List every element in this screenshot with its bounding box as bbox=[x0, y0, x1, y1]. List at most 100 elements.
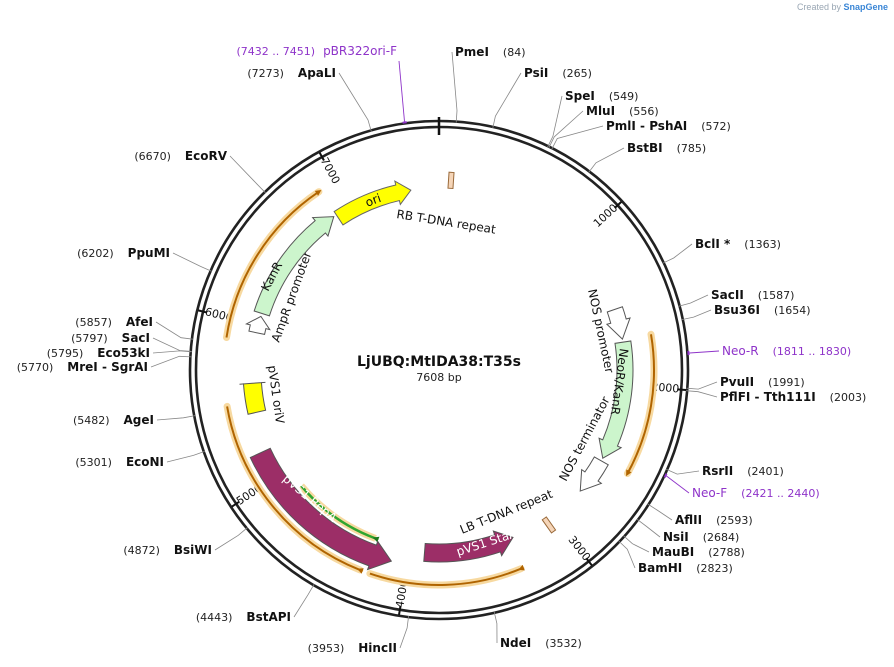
enzyme-label: MauBI(2788) bbox=[652, 545, 745, 559]
enzyme-label: NdeI(3532) bbox=[500, 636, 582, 650]
enzyme-leader-line bbox=[666, 468, 700, 475]
enzyme-label: (5770)MreI - SgrAI bbox=[17, 360, 148, 374]
enzyme-site-bstapi[interactable]: (4443)BstAPI bbox=[196, 584, 315, 624]
enzyme-leader-line bbox=[155, 321, 193, 340]
enzyme-label: PmlI - PshAI(572) bbox=[606, 119, 731, 133]
enzyme-site-bsiwi[interactable]: (4872)BsiWI bbox=[123, 527, 248, 557]
enzyme-leader-line bbox=[152, 337, 192, 352]
enzyme-label: (6670)EcoRV bbox=[134, 149, 227, 163]
primer-leader-line bbox=[398, 60, 405, 122]
tick-label: 4000 bbox=[393, 579, 410, 609]
enzyme-site-pvuii[interactable]: PvuII(1991) bbox=[686, 375, 805, 390]
enzyme-site-nsii[interactable]: NsiI(2684) bbox=[636, 518, 739, 544]
primer-neo-f[interactable]: Neo-F(2421 .. 2440) bbox=[663, 473, 820, 500]
enzyme-site-saci[interactable]: (5797)SacI bbox=[71, 331, 192, 352]
primer-leader-line bbox=[666, 475, 690, 494]
enzyme-leader-line bbox=[338, 72, 372, 132]
enzyme-site-ppumi[interactable]: (6202)PpuMI bbox=[77, 246, 212, 272]
enzyme-site-bamhi[interactable]: BamHI(2823) bbox=[618, 540, 733, 575]
enzyme-leader-line bbox=[551, 125, 604, 150]
pvs1-staa-feature[interactable] bbox=[423, 530, 514, 563]
primer-mark bbox=[402, 121, 407, 124]
enzyme-site-hincii[interactable]: (3953)HincII bbox=[308, 616, 409, 655]
orf-arc bbox=[226, 406, 364, 574]
enzyme-leader-line bbox=[156, 415, 196, 421]
nos-promoter-feature[interactable] bbox=[605, 306, 631, 341]
orf-arc bbox=[369, 564, 525, 586]
enzyme-leader-line bbox=[678, 294, 709, 307]
enzyme-leader-line bbox=[588, 147, 625, 173]
enzyme-label: SacII(1587) bbox=[711, 288, 794, 302]
enzyme-leader-line bbox=[623, 535, 650, 553]
pvs1-repa-feature[interactable] bbox=[249, 447, 393, 571]
enzyme-label: (5797)SacI bbox=[71, 331, 150, 345]
enzyme-label: PsiI(265) bbox=[524, 66, 592, 80]
ori-feature[interactable] bbox=[333, 180, 412, 226]
kanr-feature[interactable] bbox=[253, 216, 335, 317]
enzyme-site-mlui[interactable]: MluI(556) bbox=[548, 104, 659, 148]
green-arc bbox=[300, 484, 380, 543]
primer-pbr322ori-f[interactable]: (7432 .. 7451)pBR322ori-F bbox=[237, 44, 407, 124]
enzyme-site-ndei[interactable]: NdeI(3532) bbox=[493, 611, 582, 650]
enzyme-site-econi[interactable]: (5301)EcoNI bbox=[75, 451, 205, 469]
credit-prefix: Created by bbox=[796, 2, 841, 12]
enzyme-site-eco53ki[interactable]: (5795)Eco53kI bbox=[47, 346, 192, 360]
primer-mark bbox=[663, 473, 668, 478]
enzyme-site-ecorv[interactable]: (6670)EcoRV bbox=[134, 149, 266, 194]
enzyme-label: PmeI(84) bbox=[455, 45, 526, 59]
enzyme-leader-line bbox=[547, 95, 563, 148]
primer-sites: (7432 .. 7451)pBR322ori-F Neo-R(1811 .. 1… bbox=[237, 44, 852, 500]
primer-label: Neo-F(2421 .. 2440) bbox=[692, 486, 820, 500]
enzyme-label: (7273)ApaLI bbox=[247, 66, 336, 80]
enzyme-label: (5482)AgeI bbox=[73, 413, 154, 427]
enzyme-site-bcli[interactable]: BclI *(1363) bbox=[662, 237, 781, 264]
tick-mark bbox=[398, 605, 402, 615]
enzyme-site-bstbi[interactable]: BstBI(785) bbox=[588, 141, 706, 173]
enzyme-site-aflii[interactable]: AflII(2593) bbox=[647, 503, 753, 527]
enzyme-site-rsrii[interactable]: RsrII(2401) bbox=[666, 464, 784, 478]
enzyme-leader-line bbox=[647, 503, 673, 521]
enzyme-site-agei[interactable]: (5482)AgeI bbox=[73, 413, 196, 427]
orf-arc bbox=[225, 190, 322, 338]
primer-label: (7432 .. 7451)pBR322ori-F bbox=[237, 44, 398, 58]
enzyme-site-pmli-pshai[interactable]: PmlI - PshAI(572) bbox=[551, 119, 731, 150]
nos-terminator-feature[interactable] bbox=[579, 456, 609, 492]
enzyme-site-maubi[interactable]: MauBI(2788) bbox=[623, 535, 745, 559]
enzyme-site-pmei[interactable]: PmeI(84) bbox=[451, 45, 526, 123]
enzyme-label: SpeI(549) bbox=[565, 89, 638, 103]
enzyme-site-apali[interactable]: (7273)ApaLI bbox=[247, 66, 372, 132]
enzyme-label: (4443)BstAPI bbox=[196, 610, 291, 624]
enzyme-leader-line bbox=[166, 451, 205, 463]
enzyme-leader-line bbox=[493, 611, 498, 644]
enzyme-label: AflII(2593) bbox=[675, 513, 753, 527]
credit-brand: SnapGene bbox=[843, 2, 888, 12]
tick-label: 2000 bbox=[651, 380, 680, 395]
enzyme-leader-line bbox=[150, 355, 192, 368]
primer-label: Neo-R(1811 .. 1830) bbox=[722, 344, 851, 358]
enzyme-site-afei[interactable]: (5857)AfeI bbox=[75, 315, 193, 340]
enzyme-site-bsu36i[interactable]: Bsu36I(1654) bbox=[681, 303, 811, 320]
neor-kanr-feature[interactable] bbox=[598, 340, 634, 459]
plasmid-name: LjUBQ:MtIDA38:T35s bbox=[357, 354, 521, 370]
enzyme-site-mrei-sgrai[interactable]: (5770)MreI - SgrAI bbox=[17, 355, 192, 374]
orf-arc bbox=[626, 334, 656, 477]
pvs1-oriv-label: pVS1 oriV bbox=[265, 364, 287, 425]
enzyme-site-spei[interactable]: SpeI(549) bbox=[547, 89, 639, 148]
ampr-promoter-feature[interactable] bbox=[245, 315, 271, 335]
pvs1-oriv-feature[interactable] bbox=[239, 381, 267, 415]
enzyme-site-pflfi-tth111i[interactable]: PflFI - Tth111I(2003) bbox=[686, 390, 866, 404]
enzyme-label: RsrII(2401) bbox=[702, 464, 784, 478]
enzyme-leader-line bbox=[686, 390, 718, 398]
tick-mark bbox=[231, 500, 241, 508]
enzyme-site-psii[interactable]: PsiI(265) bbox=[492, 66, 592, 128]
lb-repeat-feature[interactable] bbox=[541, 516, 557, 534]
enzyme-label: MluI(556) bbox=[586, 104, 659, 118]
primer-neo-r[interactable]: Neo-R(1811 .. 1830) bbox=[687, 344, 851, 358]
enzyme-label: BclI *(1363) bbox=[695, 237, 781, 251]
rb-repeat-feature[interactable] bbox=[447, 171, 455, 190]
tick-label: 7000 bbox=[318, 155, 343, 186]
enzyme-leader-line bbox=[618, 540, 636, 569]
enzyme-site-sacii[interactable]: SacII(1587) bbox=[678, 288, 795, 307]
enzyme-label: BamHI(2823) bbox=[638, 561, 733, 575]
